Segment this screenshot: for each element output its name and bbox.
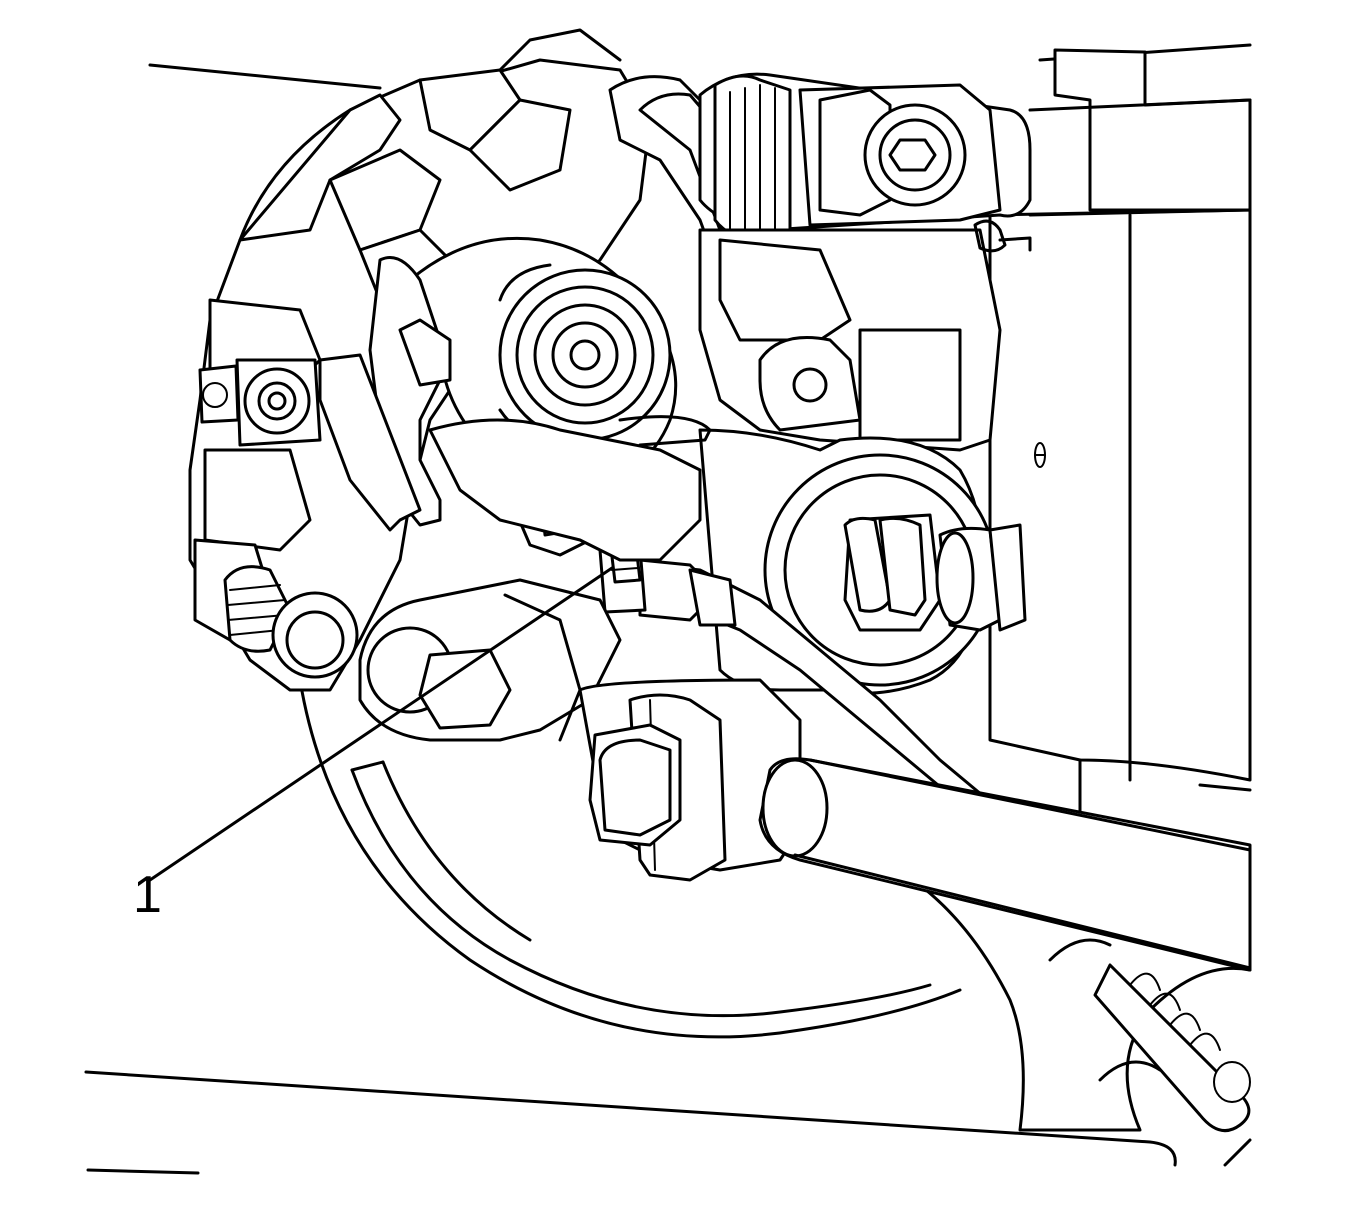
brake-rotor	[298, 678, 962, 1039]
mounting-plate	[988, 48, 1252, 842]
knuckle-bracket	[698, 219, 1032, 452]
sensor-clip-bracket	[318, 256, 712, 562]
callout-1-leader-line	[148, 566, 614, 882]
lower-tie-rod	[758, 757, 1252, 972]
threaded-stud	[1093, 963, 1251, 1133]
callout-1-label: 1	[133, 866, 162, 924]
upper-tie-rod	[698, 72, 1252, 242]
caliper-bolt-upper	[198, 358, 322, 447]
caliper-bolt-lower	[223, 565, 359, 679]
sensor-connector-mount	[698, 428, 1027, 695]
callout-1: 1	[133, 566, 614, 924]
lower-link-arm	[358, 578, 802, 882]
